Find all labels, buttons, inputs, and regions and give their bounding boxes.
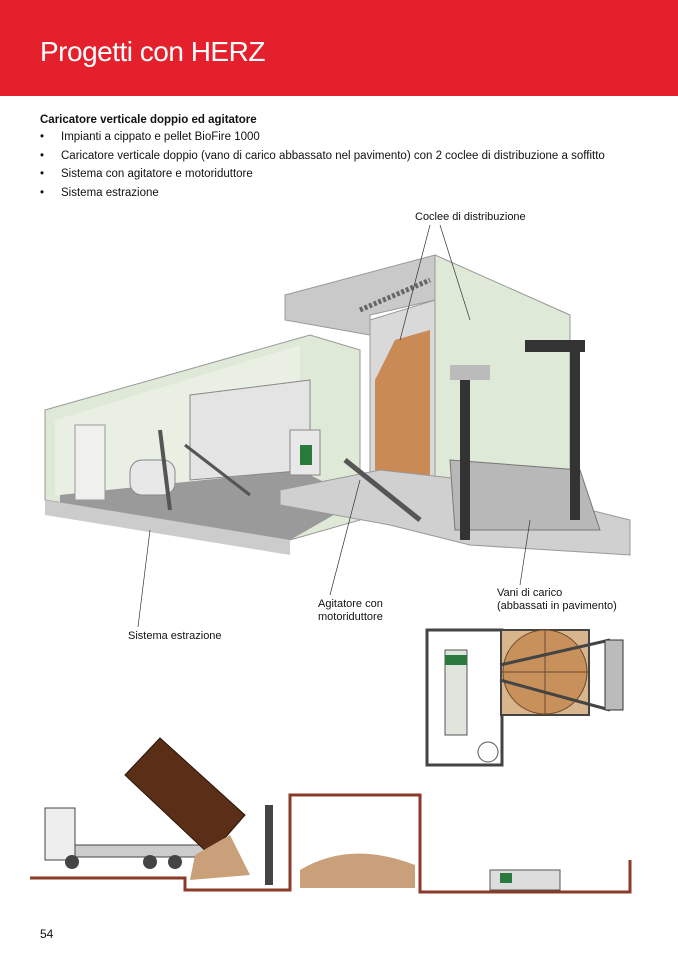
section-title: Caricatore verticale doppio ed agitatore — [40, 114, 257, 126]
boiler-room-3d — [44, 334, 361, 555]
list-item: Impianti a cippato e pellet BioFire 1000 — [40, 131, 605, 150]
list-item: Caricatore verticale doppio (vano di car… — [40, 150, 605, 169]
list-item: Sistema con agitatore e motoriduttore — [40, 168, 605, 187]
label-agitatore-2: motoriduttore — [318, 611, 383, 623]
label-vani-2: (abbassati in pavimento) — [497, 600, 617, 612]
callout-lines — [137, 224, 531, 628]
storage-room-3d — [279, 254, 631, 556]
list-item: Sistema estrazione — [40, 187, 605, 206]
label-coclee: Coclee di distribuzione — [415, 211, 526, 223]
label-vani-1: Vani di carico — [497, 587, 563, 599]
page-title: Progetti con HERZ — [40, 36, 265, 67]
page-number: 54 — [40, 927, 54, 941]
page-header: Progetti con HERZ — [0, 0, 678, 96]
label-estrazione: Sistema estrazione — [128, 630, 222, 642]
floor-plan — [425, 628, 624, 767]
section-view — [30, 737, 632, 894]
bullet-list: Impianti a cippato e pellet BioFire 1000… — [40, 131, 605, 205]
label-agitatore-1: Agitatore con — [318, 598, 383, 610]
